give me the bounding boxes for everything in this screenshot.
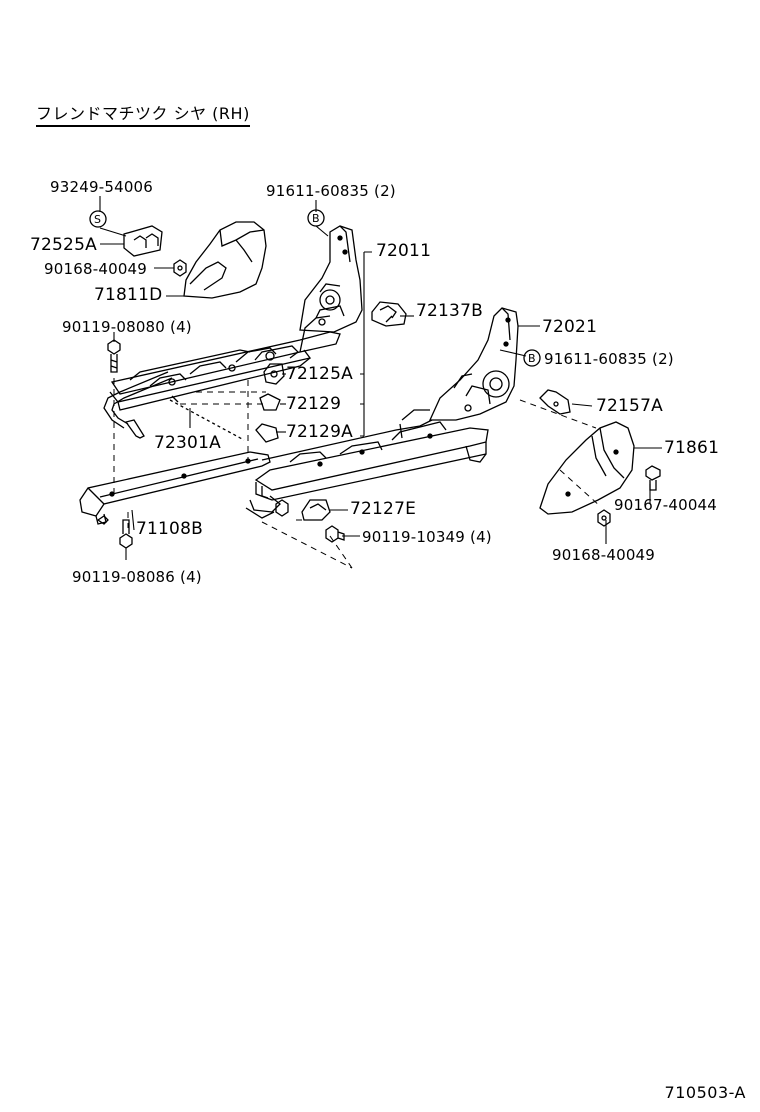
lower-rail-71108b bbox=[79, 451, 271, 525]
part-72021: 72021 bbox=[542, 317, 598, 337]
diagram-title: フレンドマチツク シヤ (RH) bbox=[36, 100, 250, 127]
clip-72137b bbox=[371, 301, 407, 327]
s-marker: S bbox=[94, 213, 102, 226]
part-91611-60835-left: 91611-60835 (2) bbox=[266, 182, 396, 200]
recliner-bracket-72011 bbox=[299, 225, 363, 333]
part-71811d: 71811D bbox=[94, 285, 163, 305]
release-lever-72301a bbox=[103, 371, 245, 441]
clip-72525a bbox=[89, 210, 163, 257]
bolt-90119-10349 bbox=[325, 525, 345, 543]
part-71108b: 71108B bbox=[136, 519, 203, 539]
b-marker-circle-2 bbox=[523, 349, 541, 367]
nut-90168-40049-lower bbox=[597, 509, 611, 527]
bolt-90119-08080 bbox=[107, 339, 121, 373]
seat-track-right bbox=[245, 419, 489, 519]
nut-90168-40049-upper bbox=[173, 259, 187, 277]
seat-track-left bbox=[109, 315, 341, 411]
part-90168-40049-upper: 90168-40049 bbox=[44, 260, 148, 278]
part-72011: 72011 bbox=[376, 241, 432, 261]
b-marker-2: B bbox=[528, 352, 536, 365]
part-90119-08086: 90119-08086 (4) bbox=[72, 568, 202, 586]
part-72301a: 72301A bbox=[154, 433, 221, 453]
part-72127e: 72127E bbox=[350, 499, 417, 519]
diagram-code: 710503-A bbox=[664, 1083, 746, 1102]
b-marker-1: B bbox=[312, 212, 320, 225]
part-72125a: 72125A bbox=[286, 364, 353, 384]
part-93249-54006: 93249-54006 bbox=[50, 178, 154, 196]
bracket-72125a bbox=[263, 363, 285, 385]
bolt-right-track bbox=[275, 499, 289, 517]
bracket-72129 bbox=[259, 393, 281, 411]
b-marker-circle-1 bbox=[307, 209, 325, 227]
s-marker-circle bbox=[89, 210, 107, 228]
bolt-90119-08086 bbox=[96, 515, 133, 549]
cover-71861 bbox=[539, 421, 635, 515]
part-72137b: 72137B bbox=[416, 301, 483, 321]
alignment-lines bbox=[113, 378, 601, 569]
part-72129: 72129 bbox=[286, 394, 342, 414]
recliner-bracket-72021 bbox=[399, 307, 519, 439]
bracket-72129a bbox=[255, 423, 279, 443]
clip-72127e bbox=[301, 499, 331, 521]
part-91611-60835-right: 91611-60835 (2) bbox=[544, 350, 674, 368]
part-90119-10349: 90119-10349 (4) bbox=[362, 528, 492, 546]
part-90119-08080: 90119-08080 (4) bbox=[62, 318, 192, 336]
part-71861: 71861 bbox=[664, 438, 720, 458]
bracket-72157a bbox=[539, 389, 571, 415]
cover-71811d bbox=[183, 221, 267, 299]
screw-90167-40044 bbox=[645, 465, 661, 491]
part-72157a: 72157A bbox=[596, 396, 663, 416]
part-90167-40044: 90167-40044 bbox=[614, 496, 718, 514]
part-72129a: 72129A bbox=[286, 422, 353, 442]
part-72525a: 72525A bbox=[30, 235, 97, 255]
part-90168-40049-lower: 90168-40049 bbox=[552, 546, 656, 564]
